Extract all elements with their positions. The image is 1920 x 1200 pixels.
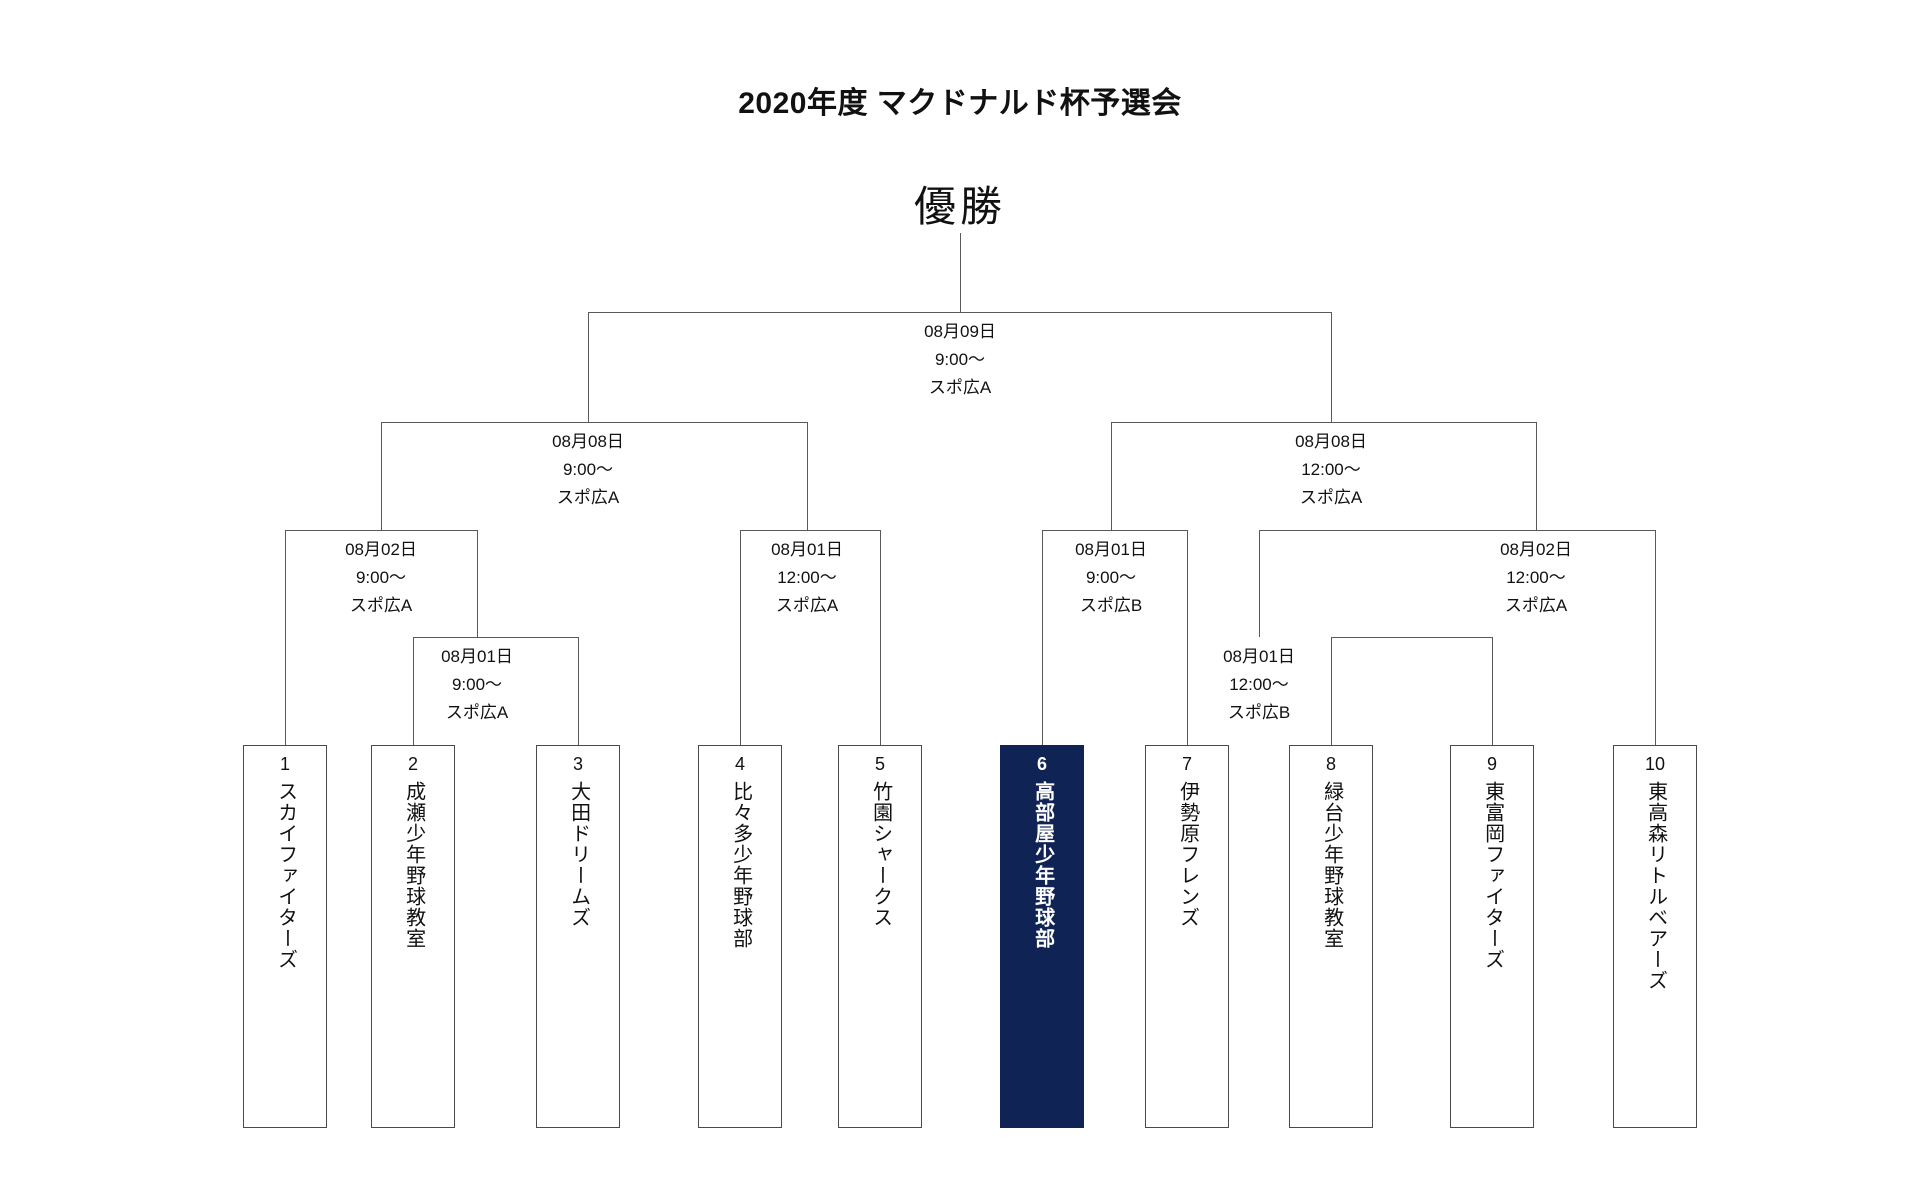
r1a-to-team-2	[413, 637, 414, 745]
r1a-bar	[413, 637, 578, 638]
qf3-to-team-6	[1042, 530, 1043, 745]
qf1-to-r1a	[477, 530, 478, 637]
match-time: 9:00～	[562, 460, 614, 479]
page-title: 2020年度 マクドナルド杯予選会	[738, 87, 1182, 120]
r1a-to-team-3	[578, 637, 579, 745]
match-time: 12:00～	[1229, 675, 1289, 694]
team-name: 成瀬少年野球教室	[402, 780, 425, 949]
team-box-9[interactable]: 9 東富岡ファイターズ	[1450, 745, 1534, 1128]
team-box-2[interactable]: 2 成瀬少年野球教室	[371, 745, 455, 1128]
qf2-to-team-4	[740, 530, 741, 745]
match-time: 9:00～	[1085, 568, 1137, 587]
team-seed-number: 6	[1036, 754, 1047, 774]
team-name: スカイファイターズ	[274, 780, 297, 970]
qf4-to-team-10	[1655, 530, 1656, 745]
team-name: 東高森リトルベアーズ	[1644, 780, 1667, 991]
team-name: 竹園シャークス	[869, 780, 892, 928]
qf2-bar	[740, 530, 880, 531]
match-info-qf-1: 08月02日 9:00～ スポ広A	[291, 536, 471, 620]
match-date: 08月01日	[1223, 647, 1295, 666]
qf1-to-team-1	[285, 530, 286, 745]
team-box-7[interactable]: 7 伊勢原フレンズ	[1145, 745, 1229, 1128]
match-date: 08月01日	[1075, 540, 1147, 559]
semifinal-left-to-qf1	[381, 422, 382, 530]
final-to-semifinal-left	[588, 312, 589, 422]
champion-stem	[960, 233, 961, 312]
match-time: 9:00～	[934, 350, 986, 369]
champion-label: 優勝	[913, 183, 1006, 230]
match-info-qf-2: 08月01日 12:00～ スポ広A	[717, 536, 897, 620]
match-venue: スポ広B	[1227, 703, 1291, 722]
match-info-final: 08月09日 9:00～ スポ広A	[870, 318, 1050, 402]
team-seed-number: 3	[572, 754, 583, 774]
team-box-10[interactable]: 10 東高森リトルベアーズ	[1613, 745, 1697, 1128]
match-info-qf-4: 08月02日 12:00～ スポ広A	[1446, 536, 1626, 620]
match-venue: スポ広A	[1299, 488, 1363, 507]
match-venue: スポ広A	[445, 703, 509, 722]
team-seed-number: 8	[1325, 754, 1336, 774]
match-venue: スポ広A	[349, 596, 413, 615]
team-seed-number: 2	[407, 754, 418, 774]
match-date: 08月08日	[1295, 432, 1367, 451]
match-date: 08月08日	[552, 432, 624, 451]
qf4-to-r1b	[1259, 530, 1260, 637]
match-time: 12:00～	[777, 568, 837, 587]
team-seed-number: 7	[1181, 754, 1192, 774]
team-name: 東富岡ファイターズ	[1481, 780, 1504, 970]
team-name: 大田ドリームズ	[567, 780, 590, 928]
team-seed-number: 1	[279, 754, 290, 774]
match-venue: スポ広A	[775, 596, 839, 615]
team-box-4[interactable]: 4 比々多少年野球部	[698, 745, 782, 1128]
match-info-qf-3: 08月01日 9:00～ スポ広B	[1021, 536, 1201, 620]
semifinal-right-to-qf3	[1111, 422, 1112, 530]
match-time: 9:00～	[355, 568, 407, 587]
team-box-8[interactable]: 8 緑台少年野球教室	[1289, 745, 1373, 1128]
qf3-bar	[1042, 530, 1187, 531]
match-time: 12:00～	[1301, 460, 1361, 479]
match-time: 12:00～	[1506, 568, 1566, 587]
semifinal-left-to-qf2	[807, 422, 808, 530]
team-seed-number: 9	[1486, 754, 1497, 774]
r1b-to-team-9	[1492, 637, 1493, 745]
team-name: 比々多少年野球部	[729, 780, 752, 949]
match-date: 08月01日	[771, 540, 843, 559]
match-venue: スポ広A	[928, 378, 992, 397]
match-venue: スポ広A	[1504, 596, 1568, 615]
final-to-semifinal-right	[1331, 312, 1332, 422]
team-name: 高部屋少年野球部	[1031, 780, 1054, 949]
r1b-to-team-8	[1331, 637, 1332, 745]
team-box-1[interactable]: 1 スカイファイターズ	[243, 745, 327, 1128]
match-date: 08月09日	[924, 322, 996, 341]
team-name: 伊勢原フレンズ	[1176, 780, 1199, 928]
match-date: 08月01日	[441, 647, 513, 666]
r1b-bar	[1331, 637, 1492, 638]
match-info-r1-b: 08月01日 12:00～ スポ広B	[1169, 643, 1349, 727]
team-box-3[interactable]: 3 大田ドリームズ	[536, 745, 620, 1128]
match-info-semifinal-left: 08月08日 9:00～ スポ広A	[498, 428, 678, 512]
match-date: 08月02日	[1500, 540, 1572, 559]
semifinal-left-bar	[381, 422, 807, 423]
match-time: 9:00～	[451, 675, 503, 694]
match-info-r1-a: 08月01日 9:00～ スポ広A	[387, 643, 567, 727]
qf4-bar	[1259, 530, 1655, 531]
match-info-semifinal-right: 08月08日 12:00～ スポ広A	[1241, 428, 1421, 512]
qf2-to-team-5	[880, 530, 881, 745]
match-date: 08月02日	[345, 540, 417, 559]
team-box-6[interactable]: 6 高部屋少年野球部	[1000, 745, 1084, 1128]
semifinal-right-bar	[1111, 422, 1536, 423]
qf1-bar	[285, 530, 477, 531]
team-seed-number: 4	[734, 754, 745, 774]
final-bar	[588, 312, 1331, 313]
team-name: 緑台少年野球教室	[1320, 780, 1343, 949]
team-seed-number: 5	[874, 754, 885, 774]
semifinal-right-to-qf4	[1536, 422, 1537, 530]
match-venue: スポ広A	[556, 488, 620, 507]
team-seed-number: 10	[1644, 754, 1666, 774]
match-venue: スポ広B	[1079, 596, 1143, 615]
qf3-to-team-7	[1187, 530, 1188, 745]
team-box-5[interactable]: 5 竹園シャークス	[838, 745, 922, 1128]
